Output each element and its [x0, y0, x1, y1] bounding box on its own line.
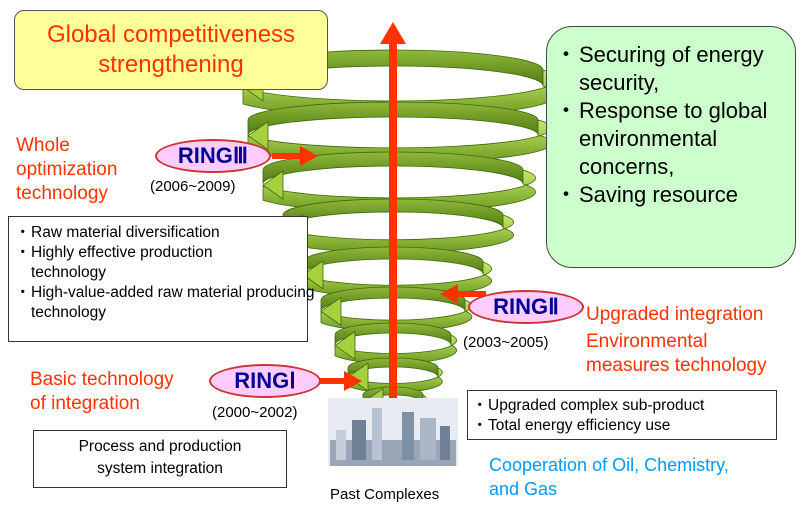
spiral-arrowhead: [347, 362, 369, 392]
ring2-detail-box: Upgraded complex sub-product Total energ…: [467, 390, 777, 440]
ring2-badge: RINGⅡ: [468, 290, 584, 324]
spiral-arrowhead: [320, 296, 342, 327]
ring2-years: (2003~2005): [463, 334, 549, 351]
ring1-tech-label: Basic technology of integration: [30, 369, 174, 414]
ring3-years: (2006~2009): [150, 178, 236, 195]
spiral-arrowhead: [262, 170, 284, 200]
arrow-right-icon: [320, 371, 362, 391]
ring1-years: (2000~2002): [212, 404, 298, 421]
spiral-arrowhead: [334, 330, 356, 361]
detail-item: Upgraded complex sub-product: [472, 396, 776, 416]
detail-item: Total energy efficiency use: [472, 416, 776, 436]
goal-item: Saving resource: [555, 181, 795, 209]
goal-item: Response to global environmental concern…: [555, 97, 795, 181]
spiral-loop-front: [320, 299, 473, 332]
spiral-arrowhead: [302, 259, 324, 290]
page-title: Global competitiveness strengthening: [46, 21, 296, 78]
ring3-detail-box: Raw material diversification Highly effe…: [8, 216, 314, 342]
past-complexes-illustration: [328, 398, 458, 466]
goal-item: Securing of energy security,: [555, 41, 795, 97]
detail-item: Highly effective production technology: [15, 243, 241, 283]
cooperation-label: Cooperation of Oil, Chemistry, and Gas: [489, 455, 729, 499]
title-box: Global competitiveness strengthening: [14, 10, 328, 90]
detail-item: Raw material diversification: [15, 223, 307, 243]
arrow-left-icon: [440, 284, 486, 304]
progress-axis: [380, 22, 406, 450]
ring3-badge: RINGⅢ: [155, 139, 271, 173]
ring2-tech-label: Upgraded integration Environmental measu…: [586, 304, 767, 376]
goals-box: Securing of energy security, Response to…: [546, 26, 796, 268]
spiral-arrowhead: [247, 120, 269, 151]
detail-item: High-value-added raw material producing …: [15, 283, 321, 323]
ring1-badge: RINGⅠ: [209, 364, 321, 398]
arrow-right-icon: [272, 146, 318, 166]
past-complexes-label: Past Complexes: [330, 486, 440, 503]
ring1-detail-box: Process and production system integratio…: [33, 430, 287, 488]
ring3-tech-label: Whole optimization technology: [16, 135, 118, 204]
spiral-loop-front: [334, 334, 457, 364]
